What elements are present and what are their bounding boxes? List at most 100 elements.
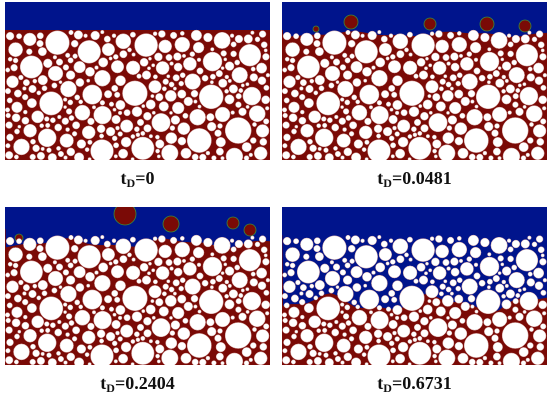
grain [385,261,390,266]
grain [130,134,136,139]
grain [354,245,378,269]
grain [63,302,68,307]
grain [227,78,232,83]
grain [169,266,174,271]
grain [158,30,166,38]
grain [290,138,307,156]
grain [344,99,351,106]
grain [378,247,392,262]
grain [98,262,109,273]
grain [5,293,11,300]
grain [432,61,447,75]
grain [300,32,314,47]
grain [505,289,515,299]
grain [60,80,77,98]
grain [504,78,509,83]
grain [387,60,402,74]
grain [224,94,235,105]
grain [505,84,515,94]
grain [66,147,76,157]
grain [381,295,390,304]
grain [478,279,486,287]
grain [189,313,206,331]
grain [317,146,322,151]
grain [169,330,176,336]
grain [203,237,213,248]
grain [342,275,353,285]
grain [224,88,229,94]
grain [407,134,413,139]
grain [57,114,62,120]
grain [77,245,101,269]
simulation-panel-t2404 [5,207,270,365]
grain [172,279,180,287]
grain [408,257,413,262]
grain [511,59,518,66]
grain [238,44,262,67]
grain [491,106,508,123]
grain [533,62,545,74]
grain [340,155,345,160]
grain [537,246,545,254]
grain [174,241,191,258]
grain [299,86,304,91]
grain [429,236,435,241]
grain [72,53,78,59]
porous-medium-snapshot [282,2,547,160]
grain [87,344,93,350]
grain [123,109,131,117]
grain [158,306,169,317]
grain [282,112,288,119]
grain [156,154,161,159]
grain [455,285,461,292]
grain [5,151,14,160]
grain [331,123,340,132]
grain [468,358,476,365]
grain [36,295,42,301]
grain [165,132,178,144]
grain [540,84,547,91]
grain [155,339,160,345]
grain [30,343,36,350]
grain [238,293,244,298]
grain [227,283,232,288]
grain [432,344,442,354]
grain [432,298,441,307]
grain [313,90,319,96]
grain [290,359,296,365]
grain [320,58,330,68]
grain [282,272,288,278]
grain [470,99,475,104]
grain [199,153,207,160]
grain [342,257,348,263]
grain [459,317,466,324]
grain [364,322,372,331]
grain [131,257,136,262]
grain [196,262,202,267]
grain [373,329,383,339]
grain [377,30,382,35]
grain [235,298,242,305]
grain [182,112,189,119]
grain [461,73,478,90]
grain [114,91,121,98]
grain [442,54,450,61]
grain [362,271,372,282]
grain [375,57,386,68]
grain [215,342,226,353]
panel-caption: tD=0.6731 [377,373,452,395]
grain [230,110,235,115]
grain [100,235,105,240]
grain [322,30,347,55]
grain [305,289,314,299]
solid-grains [282,29,547,160]
grain [322,327,328,333]
grain [435,39,449,54]
grain [158,235,166,243]
grain [112,107,117,112]
grain [16,238,23,245]
grain [518,347,529,358]
grain [103,240,111,248]
grain [406,236,413,243]
grain [332,263,341,271]
